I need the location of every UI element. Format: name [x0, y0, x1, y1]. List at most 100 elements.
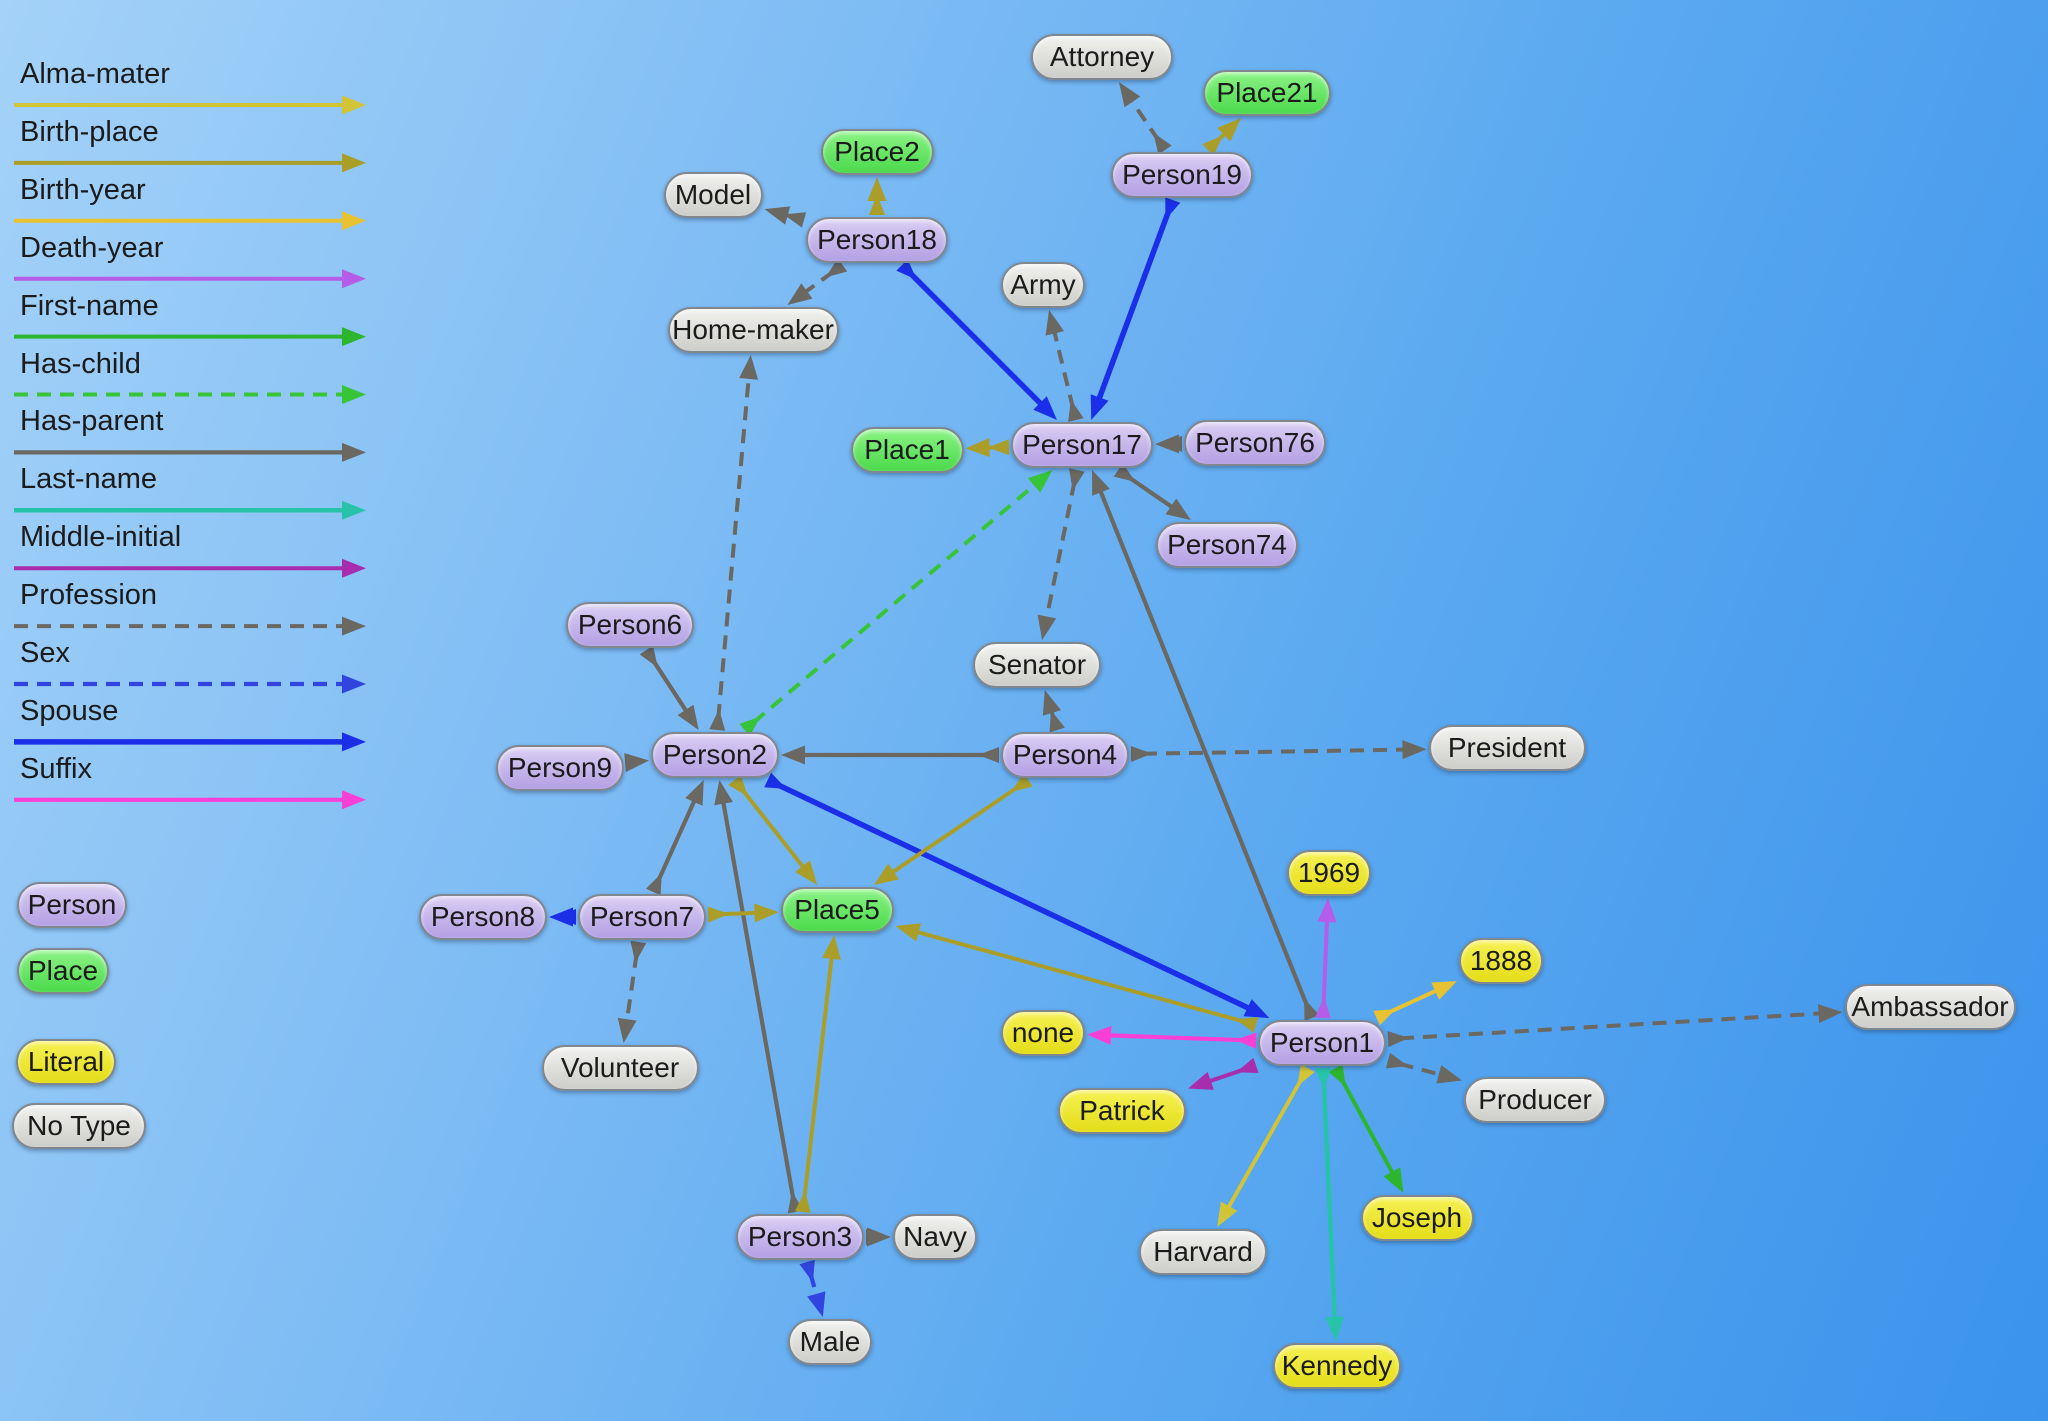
- edge-Person18-spouse-Person17[interactable]: [908, 271, 1048, 411]
- node-volunteer[interactable]: Volunteer: [541, 1045, 699, 1091]
- edge-Person4-birth-place-Place5[interactable]: [885, 785, 1020, 878]
- node-ambassador[interactable]: Ambassador: [1844, 984, 2016, 1030]
- edge-Person17-has-parent-Person74[interactable]: [1126, 475, 1179, 513]
- node-person19[interactable]: Person19: [1111, 152, 1253, 198]
- node-patrick[interactable]: Patrick: [1058, 1088, 1186, 1134]
- legend-type-literal: Literal: [16, 1039, 116, 1085]
- edge-Person19-profession-Attorney-source-flare: [1153, 132, 1172, 155]
- node-harvard[interactable]: Harvard: [1139, 1229, 1267, 1275]
- node-home-maker[interactable]: Home-maker: [667, 307, 839, 353]
- edge-Person6-has-parent-Person2[interactable]: [651, 658, 692, 718]
- edge-Person1-first-name-Joseph[interactable]: [1339, 1077, 1398, 1180]
- edge-Person1-profession-Ambassador[interactable]: [1399, 1011, 1827, 1041]
- node-person4[interactable]: Person4: [1001, 732, 1129, 778]
- edge-Person1-death-year-1969-source-flare: [1315, 997, 1332, 1019]
- edge-Person19-birth-place-Place21-arrowhead: [1217, 118, 1242, 142]
- edge-Person2-spouse-Person1[interactable]: [777, 782, 1257, 1014]
- legend-relation-sex: Sex: [20, 637, 70, 669]
- legend-arrow-sex-arrowhead: [342, 674, 366, 694]
- edge-Person1-has-parent-Person17[interactable]: [1096, 484, 1310, 1008]
- legend-relation-birth-place: Birth-place: [20, 115, 159, 148]
- edge-Person3-has-parent-Person2[interactable]: [720, 795, 796, 1201]
- edge-Person1-birth-year-1888[interactable]: [1386, 986, 1444, 1015]
- legend-type-person: Person: [17, 882, 127, 928]
- edge-Person17-profession-Senator[interactable]: [1043, 481, 1077, 625]
- edge-Person17-profession-Senator-arrowhead: [1037, 614, 1057, 640]
- edge-Person1-profession-Producer-arrowhead: [1436, 1065, 1462, 1084]
- edge-Person2-profession-Home-maker[interactable]: [716, 370, 752, 719]
- node-person76[interactable]: Person76: [1184, 420, 1326, 466]
- legend-relation-profession: Profession: [20, 579, 158, 612]
- edge-Person19-birth-place-Place21-source-flare: [1202, 135, 1224, 156]
- node-producer[interactable]: Producer: [1464, 1077, 1606, 1123]
- node-person6[interactable]: Person6: [566, 602, 694, 648]
- node-male[interactable]: Male: [788, 1319, 872, 1365]
- node-joseph[interactable]: Joseph: [1360, 1195, 1474, 1241]
- node-place2[interactable]: Place2: [820, 129, 934, 175]
- edge-Person9-has-parent-Person2-arrowhead: [624, 753, 649, 773]
- node-person1[interactable]: Person1: [1258, 1020, 1386, 1066]
- edge-Person4-has-parent-Person2-source-flare: [978, 747, 999, 763]
- legend-arrow-spouse-arrowhead: [342, 732, 366, 752]
- edge-Person19-spouse-Person17-source-flare: [1165, 197, 1181, 220]
- edge-Person18-birth-place-Place2-arrowhead: [867, 177, 887, 201]
- node-place5[interactable]: Place5: [780, 887, 894, 933]
- edge-Person17-has-parent-Person74-source-flare: [1113, 463, 1136, 482]
- node-1969[interactable]: 1969: [1287, 850, 1371, 896]
- legend-arrow-last-name-arrowhead: [342, 500, 366, 520]
- edge-Person2-has-child-Person17[interactable]: [752, 478, 1042, 724]
- edge-Person1-last-name-Kennedy-source-flare: [1315, 1067, 1332, 1089]
- edge-Person18-spouse-Person17-source-flare: [896, 259, 917, 280]
- edge-Person1-profession-Ambassador-arrowhead: [1817, 1004, 1843, 1024]
- edge-Person3-birth-place-Place5[interactable]: [802, 950, 835, 1201]
- legend-relation-first-name: First-name: [20, 289, 159, 322]
- node-1888[interactable]: 1888: [1459, 938, 1543, 984]
- edge-Person1-profession-Producer-source-flare: [1385, 1052, 1409, 1069]
- edge-Person7-has-parent-Person2-arrowhead: [685, 780, 704, 806]
- node-kennedy[interactable]: Kennedy: [1273, 1343, 1401, 1389]
- node-army[interactable]: Army: [1001, 262, 1085, 308]
- node-place1[interactable]: Place1: [850, 427, 964, 473]
- node-person9[interactable]: Person9: [496, 745, 624, 791]
- legend-arrow-alma-mater-arrowhead: [342, 95, 366, 115]
- edge-Person1-birth-place-Place5[interactable]: [910, 928, 1245, 1024]
- edge-Person1-last-name-Kennedy[interactable]: [1321, 1079, 1338, 1326]
- edge-Person18-birth-place-Place2-source-flare: [869, 194, 885, 215]
- edge-Person1-death-year-1969[interactable]: [1321, 913, 1330, 1007]
- edge-Person19-spouse-Person17[interactable]: [1094, 210, 1172, 406]
- node-person8[interactable]: Person8: [419, 894, 547, 940]
- legend-arrow-death-year-arrowhead: [342, 269, 366, 289]
- node-person17[interactable]: Person17: [1011, 422, 1153, 468]
- edge-Person1-birth-place-Place5-arrowhead: [895, 923, 922, 942]
- node-model[interactable]: Model: [663, 172, 763, 218]
- edge-Person6-has-parent-Person2-arrowhead: [677, 704, 699, 730]
- node-none[interactable]: none: [1001, 1010, 1085, 1056]
- legend-arrow-has-parent-arrowhead: [342, 442, 366, 462]
- edge-Person4-profession-President-arrowhead: [1402, 740, 1427, 760]
- edge-Person1-death-year-1969-arrowhead: [1317, 898, 1337, 923]
- node-president[interactable]: President: [1428, 725, 1586, 771]
- node-attorney[interactable]: Attorney: [1031, 34, 1173, 80]
- node-person18[interactable]: Person18: [806, 217, 948, 263]
- node-person74[interactable]: Person74: [1156, 522, 1298, 568]
- edge-Person7-profession-Volunteer-arrowhead: [617, 1017, 637, 1043]
- legend-relation-has-child: Has-child: [20, 347, 141, 380]
- edge-Person19-profession-Attorney[interactable]: [1126, 94, 1160, 142]
- edge-Person7-has-parent-Person2[interactable]: [656, 793, 700, 882]
- node-person3[interactable]: Person3: [736, 1214, 864, 1260]
- edge-Person17-profession-Army[interactable]: [1050, 325, 1076, 409]
- edge-Person2-has-child-Person17-arrowhead: [1027, 470, 1053, 493]
- edge-Person1-suffix-none[interactable]: [1102, 1033, 1245, 1043]
- node-senator[interactable]: Senator: [973, 642, 1101, 688]
- edge-Person1-alma-mater-Harvard[interactable]: [1223, 1077, 1304, 1215]
- edge-Person4-birth-place-Place5-arrowhead: [873, 863, 899, 885]
- legend-relation-death-year: Death-year: [20, 231, 164, 264]
- node-place21[interactable]: Place21: [1203, 70, 1331, 116]
- node-person2[interactable]: Person2: [651, 732, 779, 778]
- legend-relation-has-parent: Has-parent: [20, 405, 164, 438]
- edge-Person7-profession-Volunteer[interactable]: [623, 953, 639, 1028]
- node-person7[interactable]: Person7: [578, 894, 706, 940]
- node-navy[interactable]: Navy: [893, 1214, 977, 1260]
- legend-arrow-profession-arrowhead: [342, 616, 366, 636]
- edge-Person2-birth-place-Place5[interactable]: [740, 788, 809, 874]
